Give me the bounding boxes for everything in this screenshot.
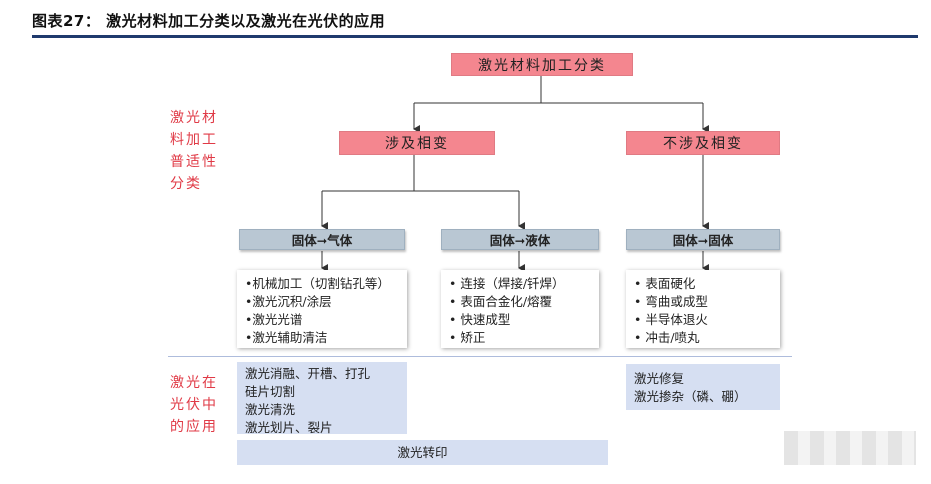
node-solid-solid-label: 固体➞固体 [672,233,734,248]
node-no-phase-change: 不涉及相变 [626,131,780,155]
pv-apps-right: 激光修复 激光掺杂（磷、硼） [626,364,780,410]
node-solid-gas-label: 固体➞气体 [291,233,353,248]
list-solid-solid: • 表面硬化 • 弯曲或成型 • 半导体退火 • 冲击/喷丸 [626,270,780,348]
node-no-phase-change-label: 不涉及相变 [663,136,743,152]
title-rule [32,35,918,38]
side-label-line: 分类 [170,176,202,192]
pv-app-item: 激光划片、裂片 [245,420,333,435]
list-item: • 表面合金化/熔覆 [449,294,553,309]
side-label-line: 激光材 [170,110,218,126]
list-item: •机械加工（切割钻孔等） [245,276,390,291]
pv-app-item: 激光修复 [634,371,685,386]
side-label-line: 料加工 [170,132,218,148]
list-item: • 冲击/喷丸 [634,330,700,345]
list-item: • 半导体退火 [634,312,708,327]
list-solid-gas: •机械加工（切割钻孔等） •激光沉积/涂层 •激光光谱 •激光辅助清洁 [237,270,407,348]
side-label-line: 光伏中 [170,397,218,413]
node-solid-liquid: 固体➞液体 [441,229,599,250]
side-label-line: 普适性 [170,154,218,170]
pv-app-item: 激光清洗 [245,402,296,417]
pv-app-item: 硅片切割 [245,384,296,399]
root-node: 激光材料加工分类 [451,53,633,76]
side-label-line: 的应用 [170,419,218,435]
node-phase-change-label: 涉及相变 [385,136,449,152]
list-item: • 连接（焊接/钎焊） [449,276,565,291]
pv-app-item: 激光消融、开槽、打孔 [245,366,371,381]
list-item: •激光辅助清洁 [245,330,328,345]
side-label-line: 激光在 [170,375,218,391]
section-divider [168,356,792,357]
root-node-label: 激光材料加工分类 [478,57,606,74]
pv-app-transfer-bar: 激光转印 [237,440,608,465]
pv-app-transfer-label: 激光转印 [397,444,448,460]
list-item: • 矫正 [449,330,486,345]
side-label-general: 激光材 料加工 普适性 分类 [170,107,218,195]
node-solid-solid: 固体➞固体 [626,229,780,250]
blurred-watermark [784,431,916,465]
node-phase-change: 涉及相变 [339,131,495,155]
list-item: • 表面硬化 [634,276,696,291]
list-item: •激光光谱 [245,312,303,327]
list-item: •激光沉积/涂层 [245,294,332,309]
node-solid-liquid-label: 固体➞液体 [489,233,551,248]
list-item: • 快速成型 [449,312,511,327]
pv-app-item: 激光掺杂（磷、硼） [634,389,747,404]
node-solid-gas: 固体➞气体 [239,229,405,250]
pv-apps-left: 激光消融、开槽、打孔 硅片切割 激光清洗 激光划片、裂片 [237,362,407,435]
list-solid-liquid: • 连接（焊接/钎焊） • 表面合金化/熔覆 • 快速成型 • 矫正 [441,270,599,348]
figure-title: 图表27： 激光材料加工分类以及激光在光伏的应用 [32,12,386,30]
list-item: • 弯曲或成型 [634,294,708,309]
side-label-pv: 激光在 光伏中 的应用 [170,372,218,438]
